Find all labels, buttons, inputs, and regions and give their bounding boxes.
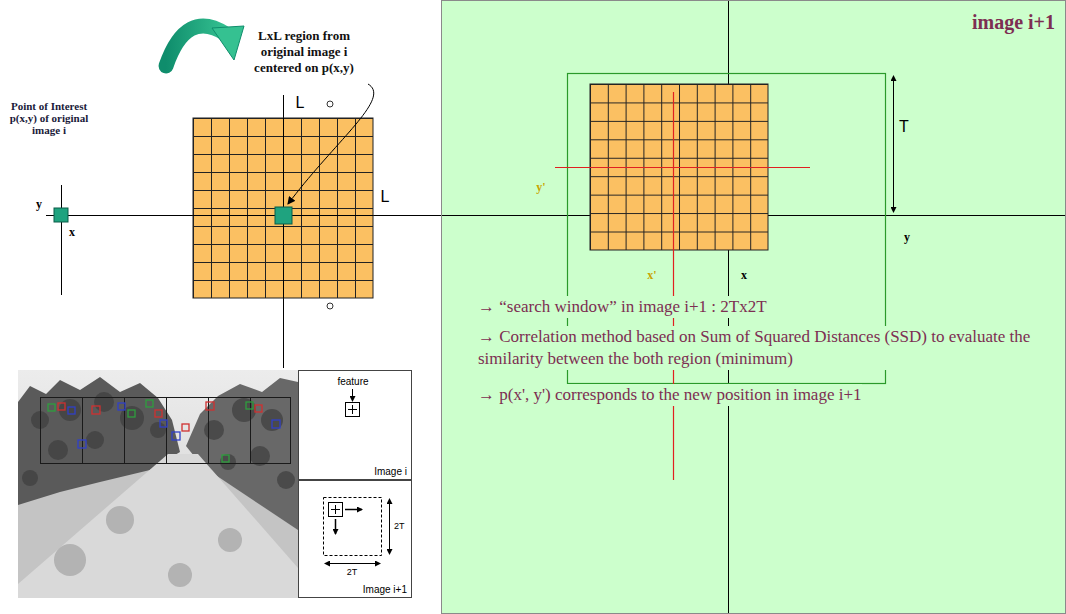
region-grid xyxy=(193,118,373,298)
road-photo xyxy=(92,406,100,414)
road-photo xyxy=(277,471,295,489)
inset-box: Image i+1 xyxy=(298,480,412,598)
road-photo xyxy=(128,410,135,417)
bullet-note: → Correlation method based on Sum of Squ… xyxy=(478,326,1056,370)
road-photo xyxy=(160,420,167,427)
region-grid xyxy=(193,118,373,298)
point-caption: Point of Interest p(x,y) of original ima… xyxy=(3,100,95,136)
interest-point xyxy=(54,208,68,222)
road-photo xyxy=(204,420,224,440)
road-photo xyxy=(48,400,280,462)
inset-drawing xyxy=(329,503,343,517)
inset-drawing xyxy=(331,505,340,514)
dimension-label: L xyxy=(296,94,305,112)
inset-drawing xyxy=(298,370,412,598)
crosshair xyxy=(555,92,810,480)
road-photo xyxy=(168,563,192,587)
road-photo xyxy=(118,403,125,410)
image-label: Image i xyxy=(374,466,407,477)
road-photo xyxy=(18,370,298,598)
axis-label: x xyxy=(69,225,75,240)
inset-drawing xyxy=(335,519,337,534)
road-photo xyxy=(206,402,214,410)
inset-drawing xyxy=(298,370,412,598)
road-photo xyxy=(150,422,166,438)
road-photo xyxy=(106,506,134,534)
leader-line xyxy=(288,84,374,204)
dimension-arrow xyxy=(893,76,894,212)
road-photo xyxy=(86,431,104,449)
road-photo xyxy=(41,397,291,464)
road-photo xyxy=(250,397,251,464)
road-photo xyxy=(41,398,291,464)
inset-drawing xyxy=(324,498,382,556)
dimension-label: T xyxy=(899,118,909,136)
region-caption: LxL region from original image i centere… xyxy=(243,28,365,76)
dimension-label: 2T xyxy=(394,521,405,531)
road-photo xyxy=(222,455,229,462)
axis-label: y' xyxy=(536,180,545,195)
bullet-note: → p(x', y') corresponds to the new posit… xyxy=(478,384,862,406)
road-photo xyxy=(68,407,75,414)
road-photo xyxy=(18,454,298,598)
road-photo xyxy=(261,409,283,431)
road-photo xyxy=(59,399,81,421)
inset-drawing xyxy=(389,499,390,554)
inset-drawing xyxy=(346,403,360,417)
axis-lines xyxy=(46,215,1066,216)
road-photo xyxy=(246,402,253,409)
image-label: Image i+1 xyxy=(363,584,407,595)
road-photo xyxy=(18,370,298,598)
dimension-label: L xyxy=(381,188,390,206)
road-photo xyxy=(48,404,55,411)
axis-label: y xyxy=(36,197,42,212)
axis-label: x xyxy=(741,268,747,283)
road-photo xyxy=(94,392,114,412)
road-photo xyxy=(218,528,242,552)
inset-drawing xyxy=(352,389,353,401)
road-photo xyxy=(208,397,209,464)
inset-drawing xyxy=(325,563,380,564)
axis-lines xyxy=(283,95,284,368)
panel-ground xyxy=(441,0,1066,614)
region-grid xyxy=(275,207,292,224)
panel-title: image i+1 xyxy=(972,11,1055,34)
road-photo xyxy=(182,424,189,431)
road-photo xyxy=(272,420,280,428)
crosshair xyxy=(673,92,674,480)
feature-label: feature xyxy=(337,376,368,387)
road-photo xyxy=(232,398,256,422)
road-photo xyxy=(48,440,68,460)
road-photo xyxy=(220,454,236,470)
road-photo xyxy=(58,403,65,410)
road-photo xyxy=(54,506,242,587)
road-photo xyxy=(22,392,295,489)
road-photo xyxy=(78,440,86,448)
road-photo xyxy=(166,397,167,464)
road-photo xyxy=(155,410,162,417)
road-photo xyxy=(82,397,83,464)
axis-lines xyxy=(61,185,62,295)
bullet-note: → “search window” in image i+1 : 2Tx2T xyxy=(478,296,767,318)
axis-label: y xyxy=(904,230,910,245)
curved-arrow xyxy=(166,26,244,66)
inset-box: featureImage i xyxy=(298,370,412,480)
inset-drawing xyxy=(345,509,362,511)
inset-drawing xyxy=(348,405,357,414)
crosshair xyxy=(555,167,810,168)
road-photo xyxy=(172,432,180,440)
dimension-label: 2T xyxy=(347,567,358,577)
road-photo xyxy=(146,400,153,407)
axis-label: x' xyxy=(647,268,656,283)
marker-dot xyxy=(327,303,333,309)
curved-arrow xyxy=(212,26,244,60)
road-photo xyxy=(54,544,86,576)
road-photo xyxy=(22,470,38,486)
road-photo xyxy=(255,405,262,412)
marker-dot xyxy=(327,101,333,107)
